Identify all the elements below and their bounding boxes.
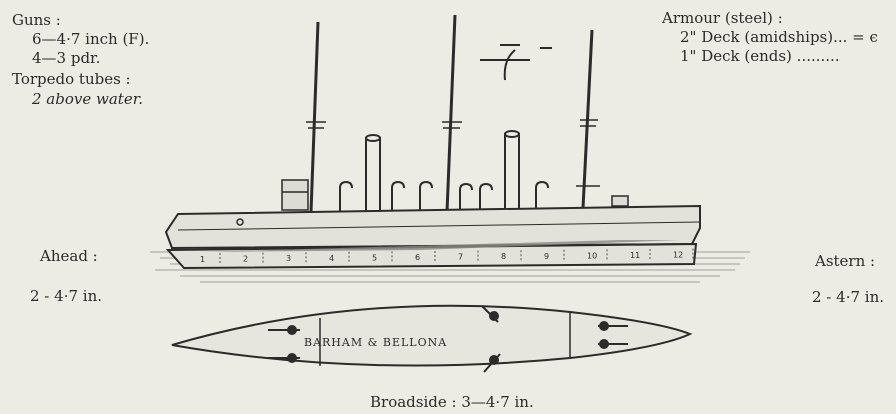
- section-number: 11: [630, 251, 640, 260]
- masts: [309, 14, 594, 213]
- armour-label: Armour (steel) :: [662, 9, 783, 27]
- section-number: 3: [286, 254, 291, 263]
- ventilators: [339, 180, 549, 214]
- section-number: 2: [243, 255, 248, 264]
- torpedo-label: Torpedo tubes :: [12, 70, 131, 88]
- funnels: [365, 130, 520, 217]
- bridge: [281, 179, 629, 211]
- section-number: 12: [673, 251, 683, 260]
- section-number: 10: [587, 251, 597, 260]
- ahead-label: Ahead :: [40, 247, 98, 265]
- armour-deck-ends: 1" Deck (ends) .........: [680, 47, 840, 65]
- section-number: 4: [329, 254, 334, 263]
- torpedo-value: 2 above water.: [32, 90, 143, 108]
- guns-main: 6—4·7 inch (F).: [32, 30, 150, 48]
- deck-plan-label: BARHAM & BELLONA: [304, 336, 447, 349]
- armour-deck-amidships: 2" Deck (amidships)... = ϵ: [680, 28, 878, 46]
- section-number: 8: [501, 252, 506, 261]
- section-number: 9: [544, 252, 549, 261]
- guns-label: Guns :: [12, 11, 61, 29]
- section-number: 7: [458, 253, 463, 262]
- section-number: 1: [200, 255, 205, 264]
- fire-arc-emblem: [480, 44, 552, 81]
- section-number: 5: [372, 253, 377, 262]
- broadside-label: Broadside : 3—4·7 in.: [370, 393, 534, 411]
- ahead-value: 2 - 4·7 in.: [30, 287, 102, 305]
- guns-secondary: 4—3 pdr.: [32, 49, 101, 67]
- deck-plan: BARHAM & BELLONA: [171, 304, 693, 373]
- section-number: 6: [415, 253, 420, 262]
- astern-value: 2 - 4·7 in.: [812, 288, 884, 306]
- astern-label: Astern :: [815, 252, 876, 270]
